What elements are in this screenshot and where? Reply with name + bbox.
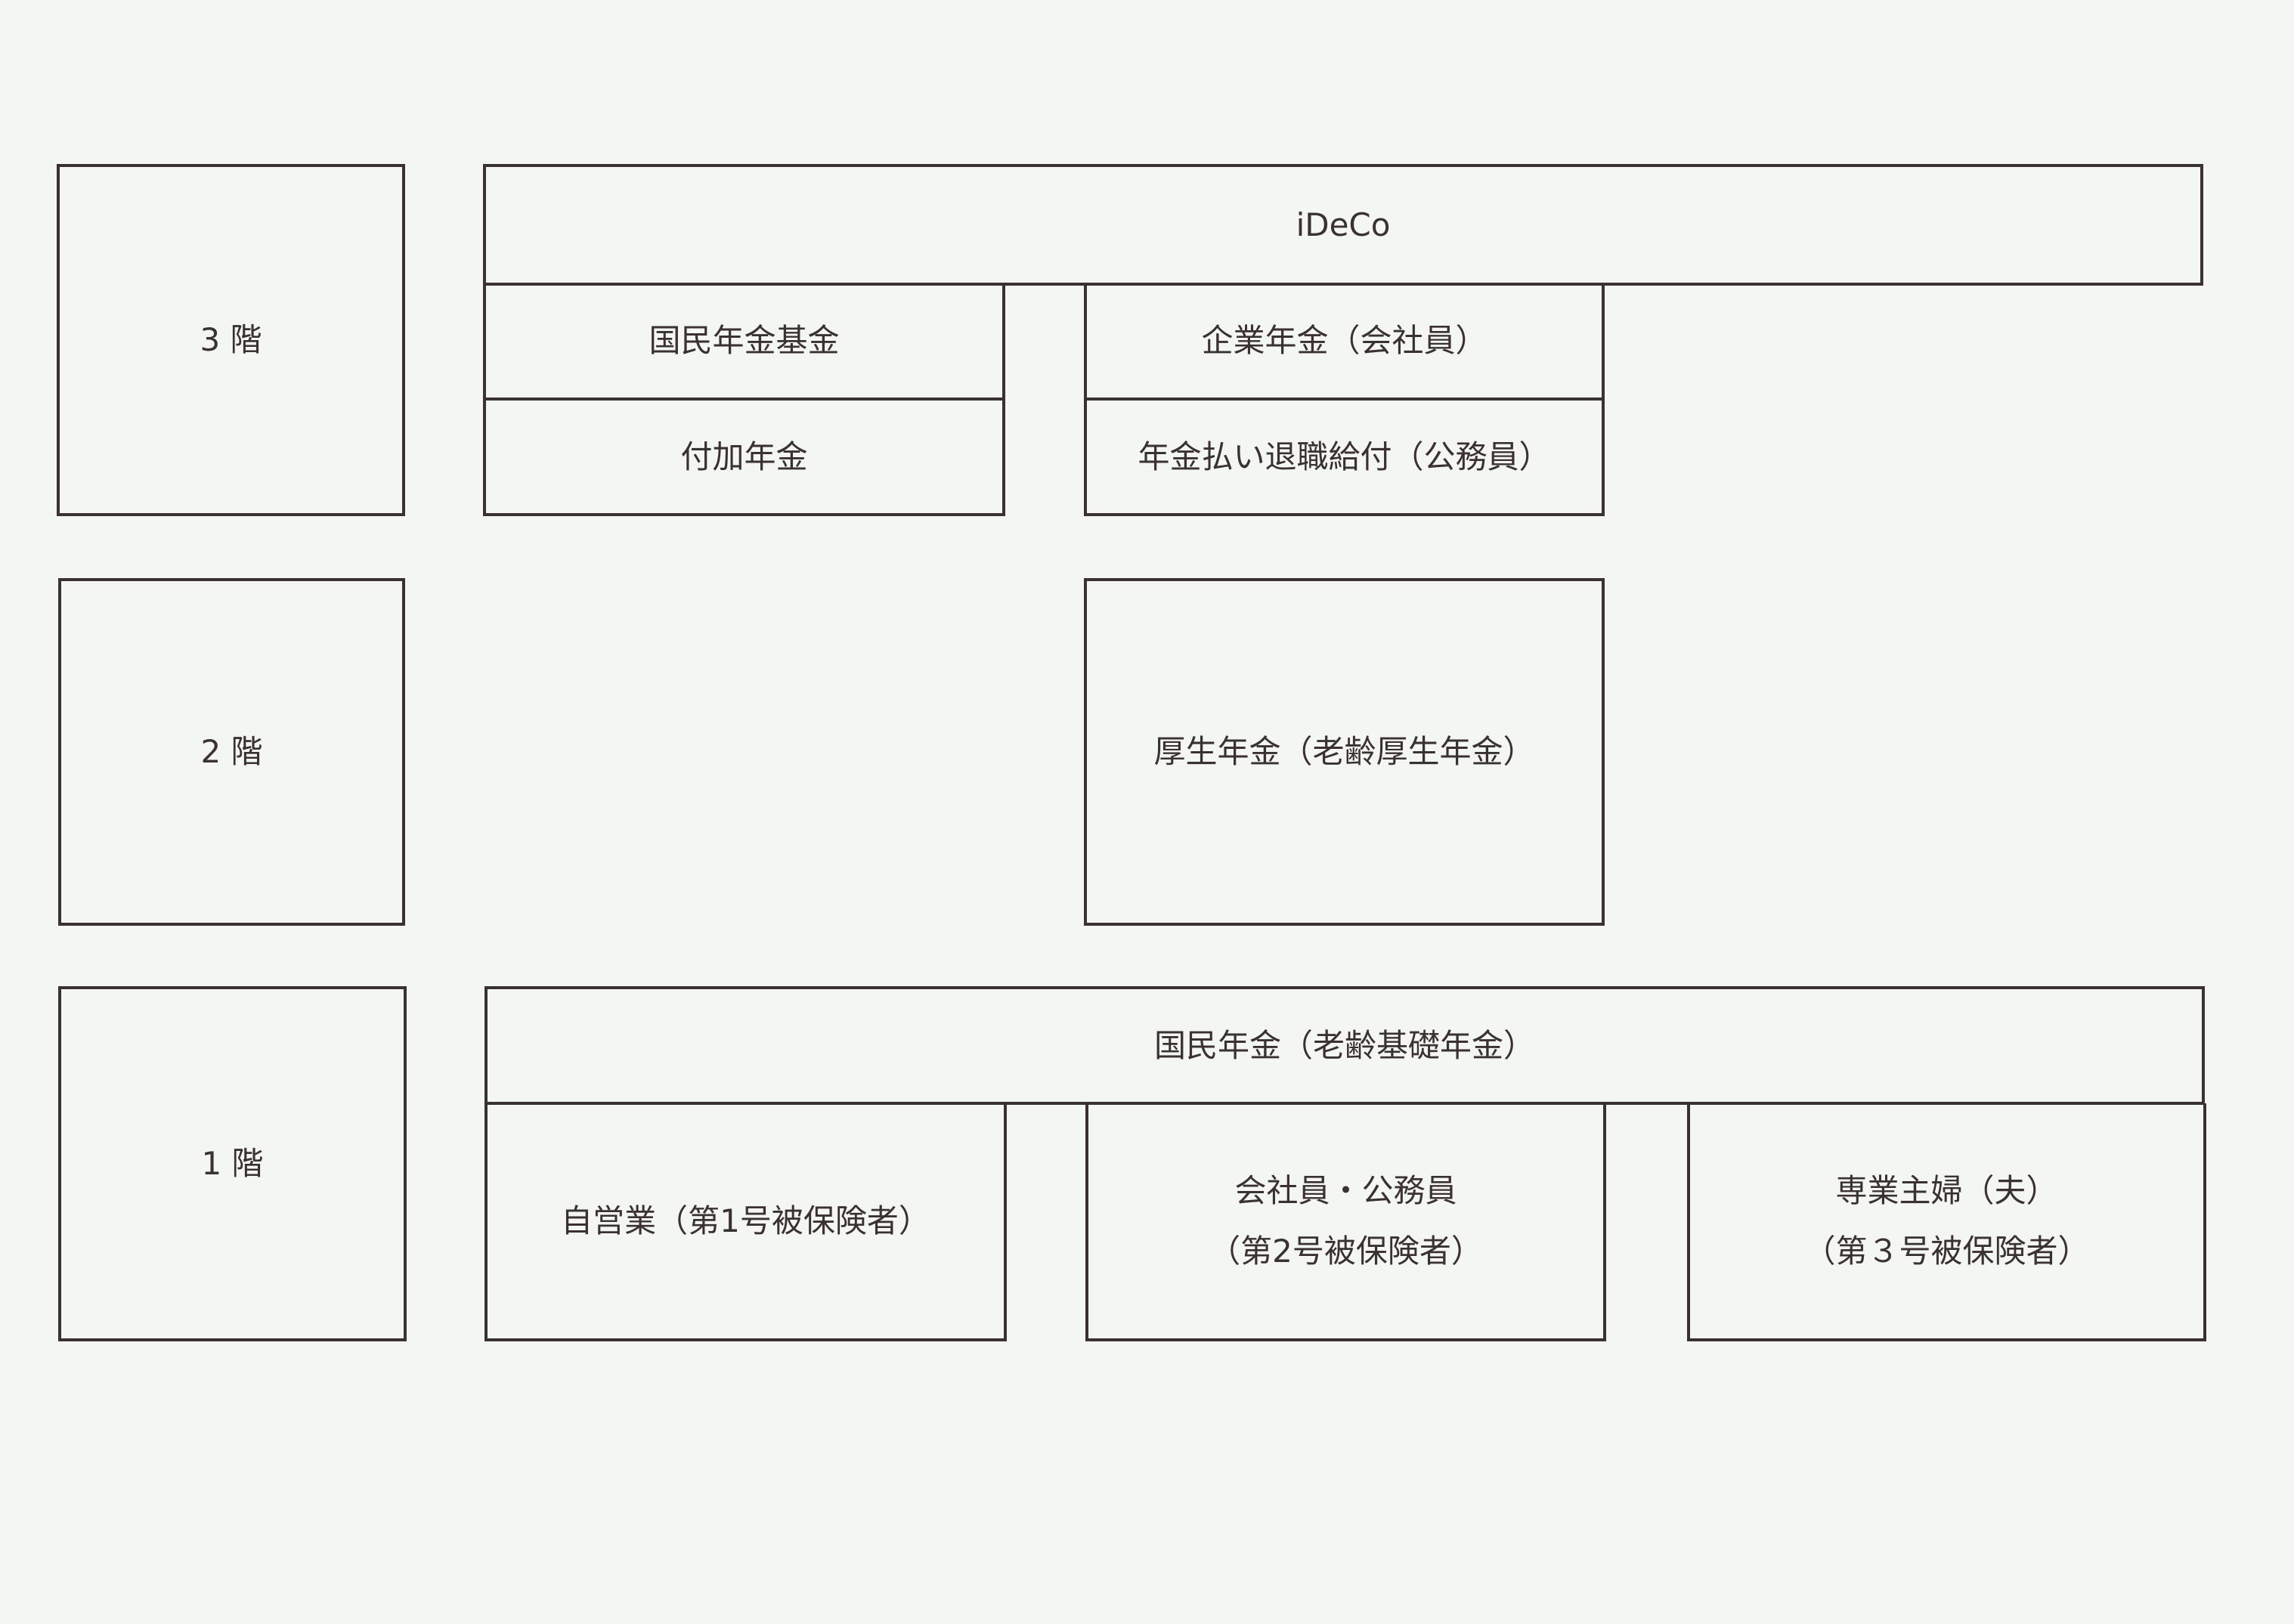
corporate-pension-label: 企業年金（会社員）	[1201, 322, 1488, 360]
retirement-benefit-label: 年金払い退職給付（公務員）	[1138, 438, 1551, 475]
self-employed-label: 自営業（第1号被保険者）	[561, 1202, 930, 1239]
retirement-benefit-box: 年金払い退職給付（公務員）	[1084, 397, 1605, 516]
national-pension-fund-box: 国民年金基金	[483, 284, 1005, 401]
homemaker-label-line2: （第３号被保険者）	[1803, 1232, 2090, 1270]
ideco-box: iDeCo	[483, 164, 2203, 286]
employees-box: 会社員・公務員 （第2号被保険者）	[1085, 1103, 1606, 1341]
floor-3-label-box: 3 階	[57, 164, 405, 516]
national-pension-fund-label: 国民年金基金	[649, 322, 840, 360]
additional-pension-box: 付加年金	[483, 397, 1005, 516]
employees-pension-label: 厚生年金（老齢厚生年金）	[1153, 733, 1535, 771]
employees-pension-box: 厚生年金（老齢厚生年金）	[1084, 578, 1605, 926]
floor-2-label-box: 2 階	[58, 578, 405, 926]
national-pension-box: 国民年金（老齢基礎年金）	[484, 986, 2205, 1105]
national-pension-label: 国民年金（老齢基礎年金）	[1153, 1026, 1535, 1064]
homemaker-label-line1: 専業主婦（夫）	[1835, 1171, 2058, 1209]
corporate-pension-box: 企業年金（会社員）	[1084, 284, 1605, 401]
employees-label-line2: （第2号被保険者）	[1209, 1232, 1483, 1270]
floor-1-label-box: 1 階	[58, 986, 407, 1341]
floor-3-label: 3 階	[200, 321, 262, 359]
floor-1-label: 1 階	[201, 1145, 264, 1183]
self-employed-box: 自営業（第1号被保険者）	[484, 1103, 1007, 1341]
employees-label-line1: 会社員・公務員	[1234, 1171, 1457, 1209]
additional-pension-label: 付加年金	[680, 438, 808, 475]
homemaker-box: 専業主婦（夫） （第３号被保険者）	[1687, 1103, 2206, 1341]
ideco-label: iDeCo	[1296, 206, 1391, 243]
floor-2-label: 2 階	[200, 733, 263, 771]
